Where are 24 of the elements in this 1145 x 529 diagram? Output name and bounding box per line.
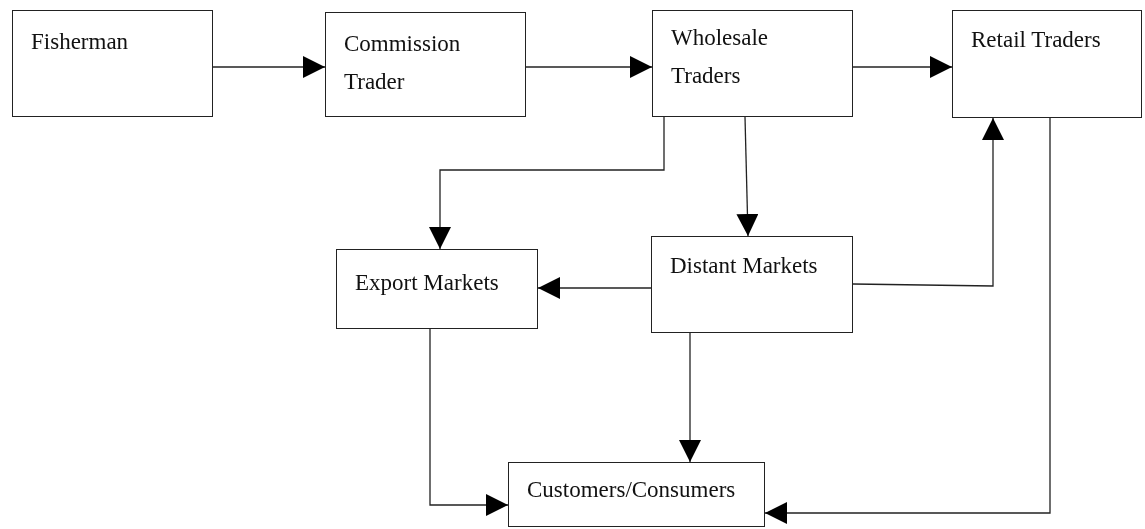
process-box bbox=[508, 462, 765, 527]
arrow bbox=[537, 277, 652, 299]
process-box bbox=[952, 10, 1142, 118]
arrow bbox=[679, 332, 701, 463]
arrow bbox=[429, 116, 665, 250]
process-box bbox=[336, 249, 538, 329]
process-box bbox=[12, 10, 213, 117]
box-label: Wholesale Traders bbox=[671, 24, 770, 90]
arrow bbox=[525, 56, 653, 78]
arrow bbox=[852, 117, 1004, 287]
process-box bbox=[652, 10, 853, 117]
arrow bbox=[736, 116, 759, 237]
box-label: Customers/Consumers bbox=[527, 476, 736, 504]
box-label: Distant Markets bbox=[670, 252, 818, 280]
box-label: Export Markets bbox=[355, 269, 499, 297]
arrow bbox=[852, 56, 953, 78]
arrow bbox=[429, 328, 509, 516]
box-label: Fisherman bbox=[31, 28, 129, 56]
arrow bbox=[212, 56, 326, 78]
process-box bbox=[651, 236, 853, 333]
process-box bbox=[325, 12, 526, 117]
box-label: Retail Traders bbox=[971, 26, 1101, 54]
arrow bbox=[764, 117, 1051, 524]
box-label: Commission Trader bbox=[344, 30, 462, 96]
